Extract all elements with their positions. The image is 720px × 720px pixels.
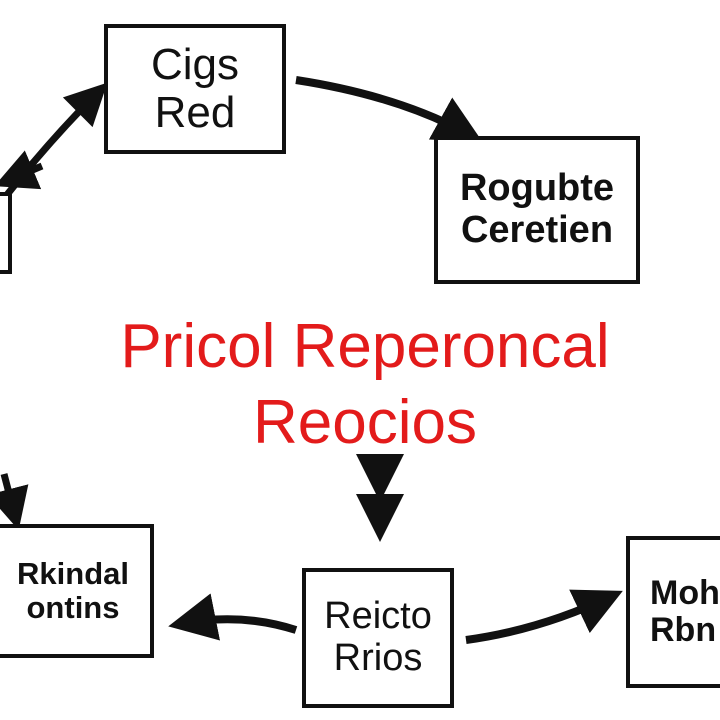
- node-right-line-2: Ceretien: [460, 209, 614, 251]
- node-top-box: Cigs Red: [104, 24, 286, 154]
- node-bottom-left-line-1: Rkindal: [17, 555, 129, 591]
- node-top-line-2: Red: [154, 88, 236, 137]
- arrow-top-to-right: [295, 76, 483, 142]
- center-title-line-2: Reocios: [253, 388, 477, 457]
- center-title-line-1: Pricol Reperoncal: [120, 312, 610, 381]
- arrow-left-top-head: [0, 150, 44, 190]
- arrow-left-to-top: [3, 82, 108, 199]
- node-bottom-right-line-2: Rbn: [650, 611, 717, 649]
- node-bottom-left-line-2: ontins: [26, 590, 120, 625]
- node-right-line-1: Rogubte: [459, 167, 615, 210]
- node-top-line-1: Cigs: [150, 39, 240, 89]
- node-right-box: Rogubte Ceretien: [434, 136, 640, 284]
- node-bottom-center-line-1: Reicto: [324, 595, 432, 638]
- arrow-into-bottom-left: [0, 473, 29, 531]
- node-bottom-center-line-2: Rrios: [333, 637, 423, 679]
- arrow-center-to-bottom-left: [168, 593, 298, 641]
- node-bottom-right-line-1: Mohl: [650, 573, 720, 612]
- node-left-box-partial: [0, 192, 12, 274]
- arrow-center-to-bottom-right: [465, 589, 623, 644]
- node-bottom-right-box: Mohl Rbn: [626, 536, 720, 688]
- node-bottom-center-box: Reicto Rrios: [302, 568, 454, 708]
- node-bottom-left-box: Rkindal ontins: [0, 524, 154, 658]
